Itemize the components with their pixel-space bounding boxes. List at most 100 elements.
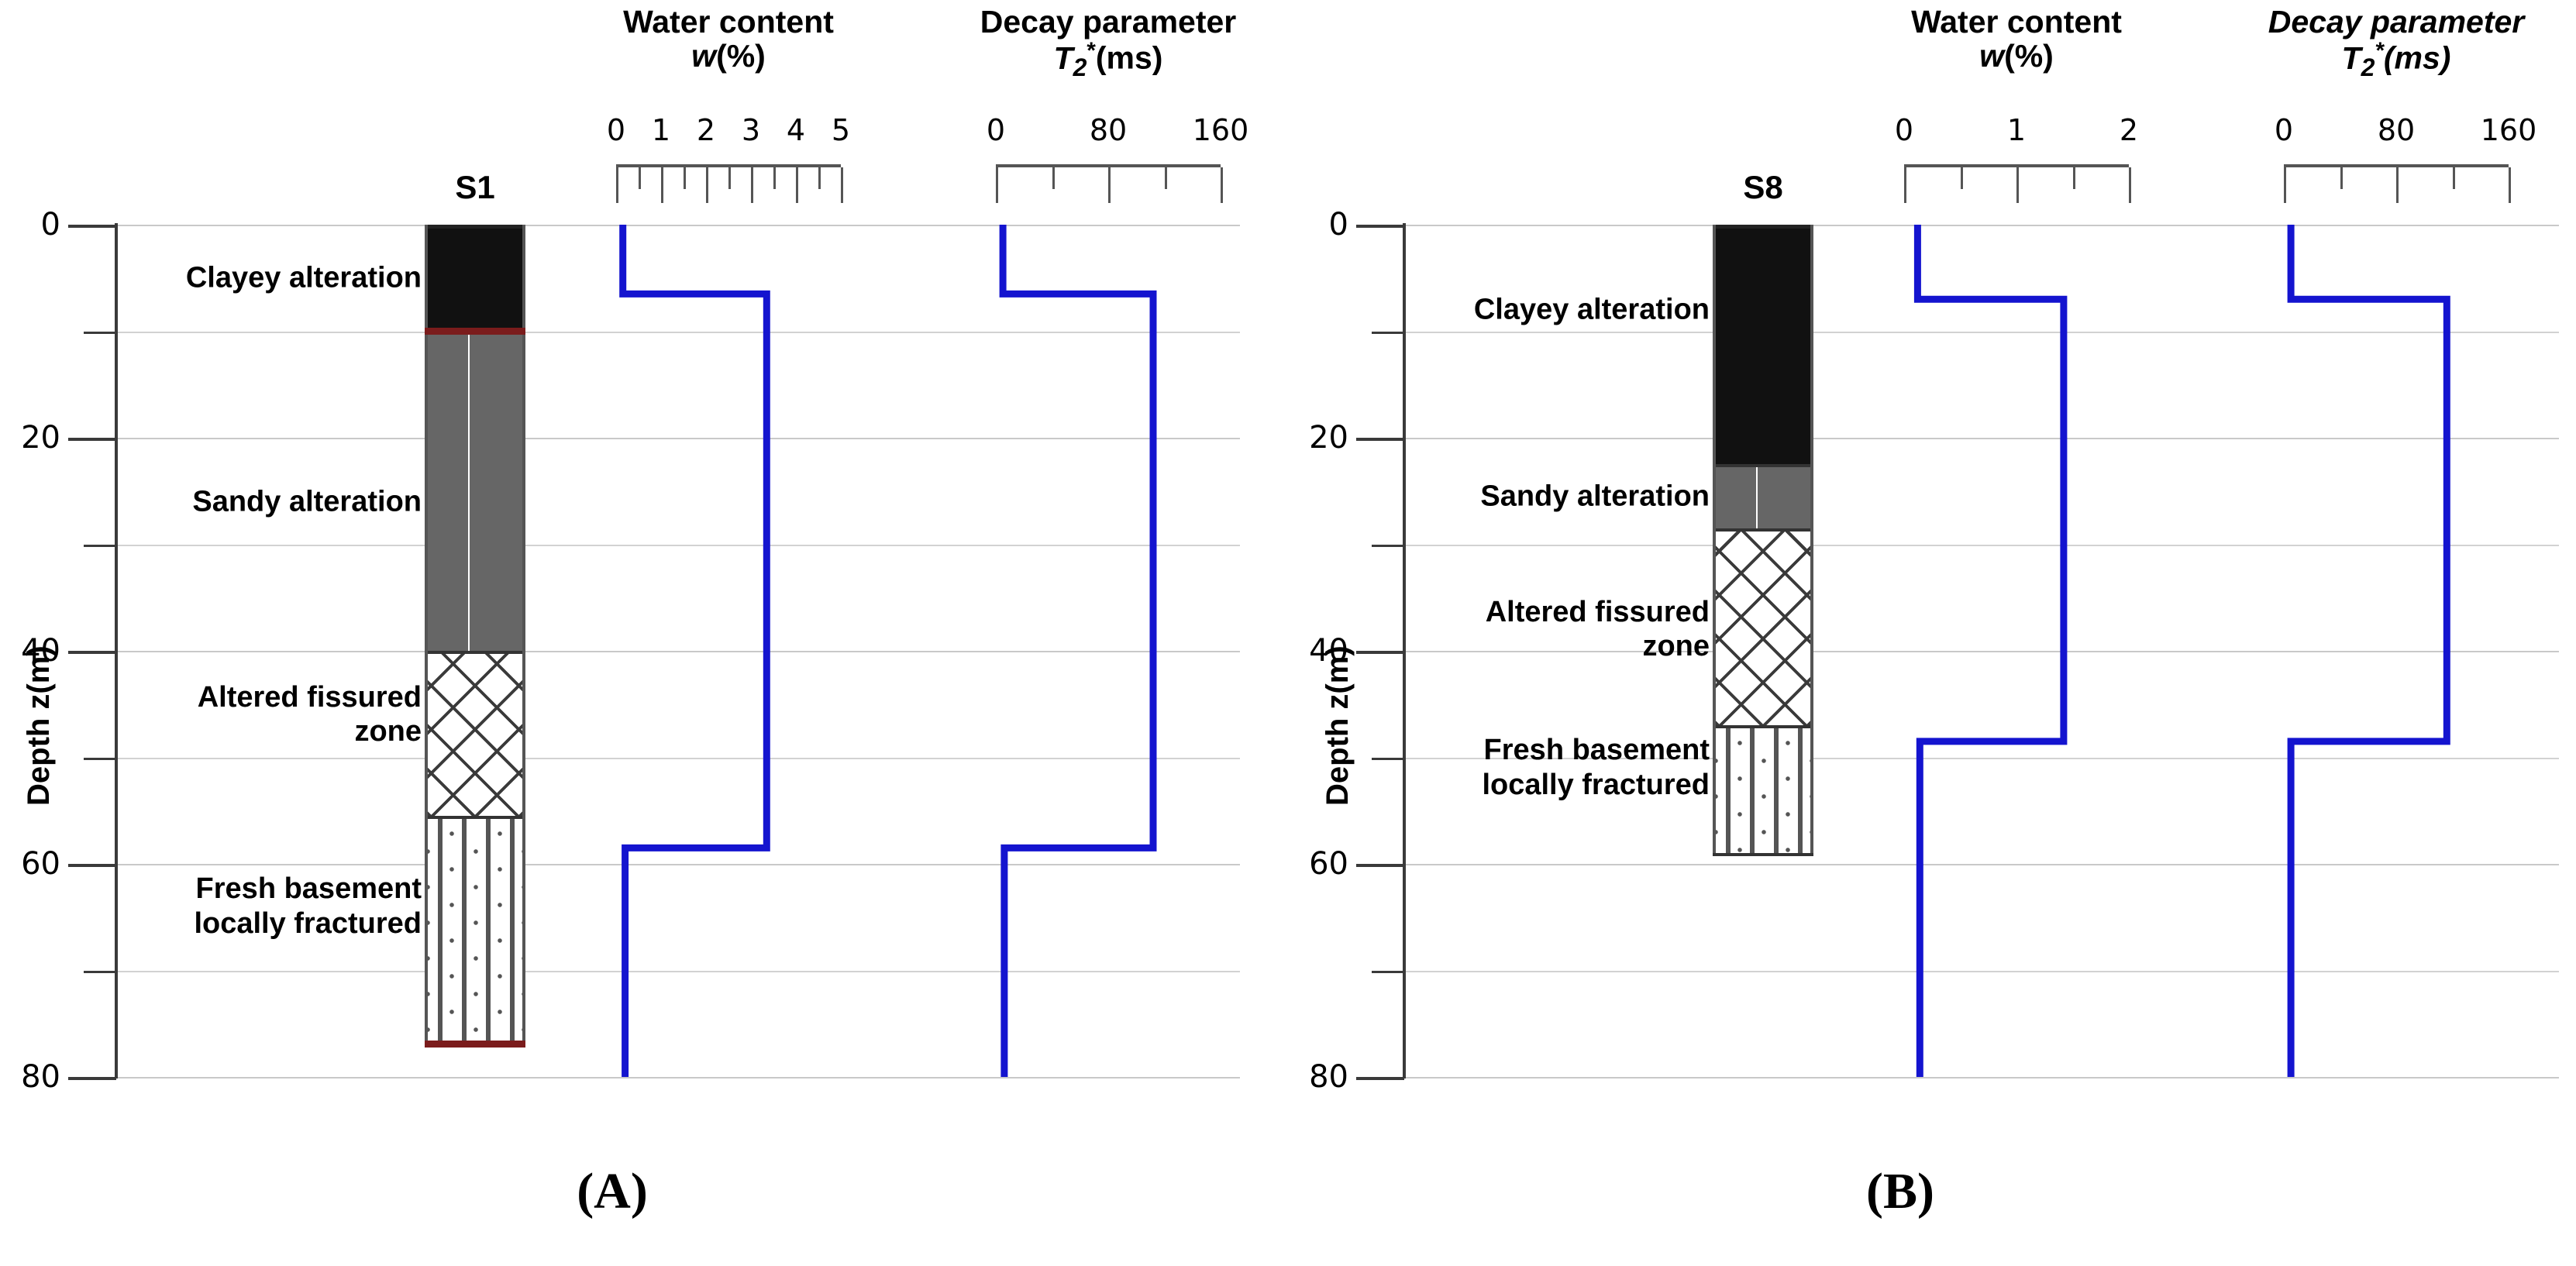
gridline-70 [1406,970,2559,972]
lithology-label-2: Altered fissured zone [197,680,422,748]
gridline-60 [1406,864,2559,865]
depth-tick-40 [68,651,116,654]
scale-tick-major [996,167,998,203]
depth-tick-0 [68,225,116,228]
scale-tick-major [1904,167,1906,203]
decay-curve-path [999,225,1157,1077]
scale-tick-minor [1164,167,1167,189]
gridline-30 [118,544,1240,546]
lithology-segment-sand [1716,464,1810,528]
tick-label-160: 160 [2480,113,2537,147]
depth-axis-line [1403,223,1406,1079]
lithology-column [1713,225,1813,854]
gridline-80 [118,1077,1240,1079]
decay-curve [2287,225,2450,1077]
tick-label-2: 2 [2119,113,2139,147]
depth-tick-20 [68,438,116,441]
depth-tick-20 [1356,438,1404,441]
lithology-segment-fissured [1716,528,1810,726]
gridline-70 [118,970,1240,972]
lithology-label-3: Fresh basement locally fractured [194,872,422,940]
gridline-50 [1406,757,2559,759]
decay-symbol: T2*(ms) [1053,38,1163,81]
gridline-30 [1406,544,2559,546]
depth-tick-minor-10 [1372,331,1404,334]
depth-label-20: 20 [1309,420,1348,456]
lithology-label-0: Clayey alteration [1473,293,1710,326]
tick-label-0: 0 [606,113,626,147]
lithology-segment-clay [428,225,522,332]
decay-title: Decay parameter [980,4,1237,40]
scale-tick-minor [639,167,641,189]
scale-tick-major [616,167,618,203]
scale-tick-minor [2340,167,2343,189]
scale-tick-minor [684,167,686,189]
lithology-label-1: Sandy alteration [192,485,422,518]
scale-tick-major [2396,167,2399,203]
lithology-segment-sand [428,331,522,651]
depth-tick-40 [1356,651,1404,654]
tick-label-4: 4 [786,113,806,147]
scale-tick-major [796,167,798,203]
depth-tick-80 [1356,1077,1404,1080]
lithology-column [425,225,525,1045]
gridline-50 [118,757,1240,759]
decay-curve-path [2287,225,2450,1077]
panel-caption-B: (B) [1866,1163,1934,1220]
tick-label-80: 80 [1089,113,1128,147]
gridline-40 [1406,651,2559,652]
lithology-boundary-3 [1716,725,1810,729]
tick-label-3: 3 [741,113,761,147]
water-content-curve-path [619,225,770,1077]
panel-caption-A: (A) [577,1163,648,1220]
decay-scale-bar [2284,164,2511,203]
depth-tick-minor-50 [1372,757,1404,760]
water-symbol: w(%) [1979,38,2054,74]
water-content-curve-path [1913,225,2068,1077]
depth-label-40: 40 [21,633,60,669]
scale-tick-major [2509,167,2511,203]
lithology-boundary-3 [428,816,522,820]
scale-tick-major [661,167,663,203]
depth-tick-minor-10 [84,331,116,334]
scale-tick-minor [818,167,821,189]
water-title: Water content [623,4,834,40]
decay-symbol: T2*(ms) [2341,38,2451,81]
lithology-segment-clay [1716,225,1810,465]
depth-label-80: 80 [21,1059,60,1095]
depth-tick-60 [68,864,116,867]
water-title: Water content [1911,4,2122,40]
scale-tick-minor [773,167,776,189]
scale-tick-minor [1960,167,1963,189]
lithology-boundary-1 [1716,464,1810,468]
lithology-segment-fresh [1716,725,1810,854]
tick-label-5: 5 [831,113,851,147]
gridline-40 [118,651,1240,652]
gridline-0 [1406,225,2559,226]
scale-tick-major [1108,167,1111,203]
lithology-marker-column-base [425,1040,525,1048]
water-content-curve [1913,225,2068,1077]
water-content-curve [619,225,770,1077]
depth-tick-80 [68,1077,116,1080]
depth-axis-line [115,223,118,1079]
gridline-80 [1406,1077,2559,1079]
lithology-column-base [1713,853,1813,857]
depth-label-20: 20 [21,420,60,456]
tick-label-1: 1 [2006,113,2027,147]
depth-tick-60 [1356,864,1404,867]
scale-tick-major [2016,167,2019,203]
lithology-marker-clay-base [425,327,525,335]
gridline-60 [118,864,1240,865]
lithology-label-3: Fresh basement locally fractured [1482,734,1710,802]
scale-tick-minor [2452,167,2455,189]
depth-tick-minor-30 [1372,544,1404,547]
tick-label-1: 1 [651,113,671,147]
depth-label-0: 0 [40,207,60,243]
